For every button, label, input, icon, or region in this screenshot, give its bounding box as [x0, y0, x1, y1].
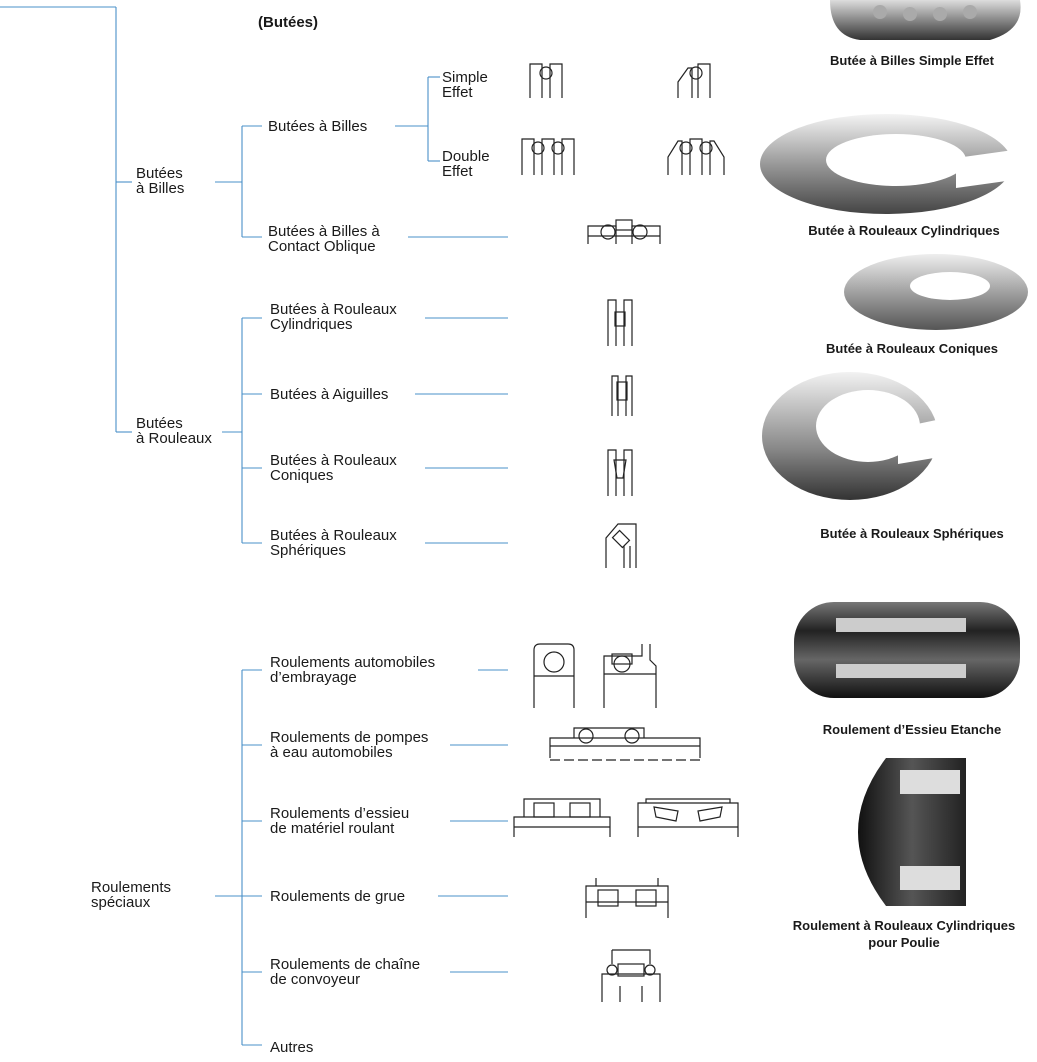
caption-tapered-thrust: Butée à Rouleaux Coniques [826, 341, 998, 356]
group-label-special: Roulements spéciaux [91, 879, 172, 911]
railway-axle-bearing-symbol-1 [513, 798, 611, 837]
cylindrical-roller-thrust-photo [760, 114, 1028, 214]
railway-axle-bearing-symbol-2 [637, 798, 739, 837]
single-effect-ball-aligning-symbol [677, 63, 711, 98]
sealed-axle-bearing-photo [794, 602, 1020, 698]
caption-ball-thrust: Butée à Billes Simple Effet [830, 53, 994, 68]
item-label-crane: Roulements de grue [270, 888, 406, 905]
item-label-cylindrical: Butées à Rouleaux Cylindriques [270, 301, 397, 333]
caption-spherical-thrust: Butée à Rouleaux Sphériques [820, 526, 1004, 541]
clutch-bearing-symbol-1 [533, 643, 575, 708]
caption-sealed-axle: Roulement d’Essieu Etanche [822, 722, 1002, 737]
item-label-water-pump: Roulements de pompes à eau automobiles [270, 729, 429, 761]
double-effect-ball-symbol [521, 138, 575, 175]
needle-roller-symbol [611, 375, 633, 416]
item-label-tapered: Butées à Rouleaux Coniques [270, 452, 397, 484]
item-label-conveyor: Roulements de chaîne de convoyeur [270, 956, 421, 988]
double-effect-ball-aligning-symbol [667, 138, 725, 175]
item-label-railway-axle: Roulements d’essieu de matériel roulant [270, 805, 410, 837]
spherical-roller-thrust-photo [762, 372, 946, 500]
item-label-spherical: Butées à Rouleaux Sphériques [270, 527, 397, 559]
caption-pulley-roller: Roulement à Rouleaux Cylindriques pour P… [792, 918, 1016, 950]
item-label-single-effect: Simple Effet [442, 69, 488, 101]
single-effect-ball-symbol [529, 63, 563, 98]
group-label-roller-thrust: Butées à Rouleaux [136, 415, 212, 447]
crane-bearing-symbol [585, 878, 669, 918]
tapered-roller-thrust-photo [844, 254, 1028, 330]
pulley-cylindrical-roller-photo [858, 758, 966, 906]
item-label-others: Autres [270, 1039, 314, 1056]
clutch-bearing-symbol-2 [603, 644, 657, 708]
water-pump-bearing-symbol [549, 727, 701, 761]
cylindrical-roller-symbol [607, 299, 633, 346]
spherical-roller-symbol [605, 523, 637, 568]
section-title: (Butées) [258, 14, 319, 31]
conveyor-chain-bearing-symbol [601, 949, 661, 1002]
item-label-angular-contact: Butées à Billes à Contact Oblique [268, 223, 380, 255]
ball-thrust-photo [830, 0, 1021, 40]
item-label-clutch: Roulements automobiles d’embrayage [270, 654, 436, 686]
tapered-roller-symbol [607, 449, 633, 496]
group-label-ball-thrust: Butées à Billes [136, 165, 185, 197]
item-label-needle: Butées à Aiguilles [270, 386, 389, 403]
item-label-double-effect: Double Effet [442, 148, 490, 180]
item-label-thrust-ball: Butées à Billes [268, 118, 368, 135]
caption-cylindrical-thrust: Butée à Rouleaux Cylindriques [808, 223, 1000, 238]
angular-contact-ball-symbol [587, 219, 661, 244]
